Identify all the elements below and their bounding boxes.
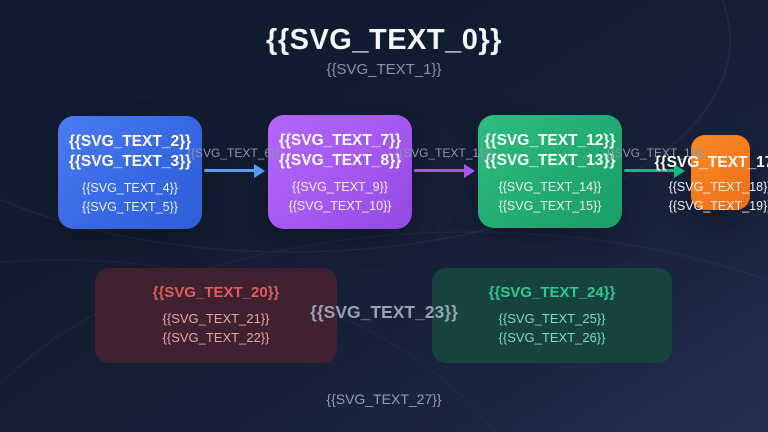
node-sub-line: {{SVG_TEXT_18}} [668, 180, 768, 194]
panel-red: {{SVG_TEXT_20}} {{SVG_TEXT_21}} {{SVG_TE… [95, 268, 337, 363]
footer-caption: {{SVG_TEXT_27}} [326, 391, 442, 407]
flow-node-orange [691, 135, 750, 210]
flow-node-purple: {{SVG_TEXT_7}} {{SVG_TEXT_8}} {{SVG_TEXT… [268, 115, 412, 229]
arrow-label: {{SVG_TEXT_11}} [395, 146, 493, 160]
node-title-line: {{SVG_TEXT_2}} [68, 133, 192, 150]
panel-line: {{SVG_TEXT_21}} [162, 311, 270, 326]
flow-node-blue: {{SVG_TEXT_2}} {{SVG_TEXT_3}} {{SVG_TEXT… [58, 116, 202, 229]
panel-green: {{SVG_TEXT_24}} {{SVG_TEXT_25}} {{SVG_TE… [432, 268, 672, 363]
panel-title: {{SVG_TEXT_24}} [488, 284, 616, 301]
node-title-line: {{SVG_TEXT_7}} [278, 132, 402, 149]
flow-node-orange-label: {{SVG_TEXT_17}} {{SVG_TEXT_18}} {{SVG_TE… [610, 153, 768, 216]
diagram-subtitle: {{SVG_TEXT_1}} [326, 61, 442, 78]
node-title-line: {{SVG_TEXT_17}} [654, 154, 768, 171]
arrow-shaft [204, 169, 256, 172]
node-title-line: {{SVG_TEXT_12}} [484, 132, 616, 149]
node-title-line: {{SVG_TEXT_3}} [68, 153, 192, 170]
arrow-head-icon [464, 163, 475, 178]
versus-label: {{SVG_TEXT_23}} [310, 302, 458, 322]
node-sub-line: {{SVG_TEXT_19}} [668, 199, 768, 213]
panel-line: {{SVG_TEXT_25}} [498, 311, 606, 326]
node-sub-line: {{SVG_TEXT_5}} [82, 200, 178, 214]
arrow-label: {{SVG_TEXT_6}} [186, 146, 280, 160]
node-title-line: {{SVG_TEXT_8}} [278, 152, 402, 169]
node-sub-line: {{SVG_TEXT_4}} [82, 181, 178, 195]
arrow-shaft [414, 169, 466, 172]
arrow-head-icon [254, 163, 265, 178]
panel-line: {{SVG_TEXT_26}} [498, 330, 606, 345]
node-sub-line: {{SVG_TEXT_10}} [288, 199, 392, 213]
panel-line: {{SVG_TEXT_22}} [162, 330, 270, 345]
node-title-line: {{SVG_TEXT_13}} [484, 152, 616, 169]
diagram-title: {{SVG_TEXT_0}} [266, 24, 502, 56]
flow-node-green: {{SVG_TEXT_12}} {{SVG_TEXT_13}} {{SVG_TE… [478, 115, 622, 228]
arrow-label: {{SVG_TEXT_16}} [606, 146, 706, 160]
node-sub-line: {{SVG_TEXT_14}} [498, 180, 602, 194]
arrow-head-icon [674, 163, 685, 178]
node-sub-line: {{SVG_TEXT_15}} [498, 199, 602, 213]
node-sub-line: {{SVG_TEXT_9}} [292, 180, 388, 194]
arrow-shaft [624, 169, 676, 172]
panel-title: {{SVG_TEXT_20}} [152, 284, 280, 301]
